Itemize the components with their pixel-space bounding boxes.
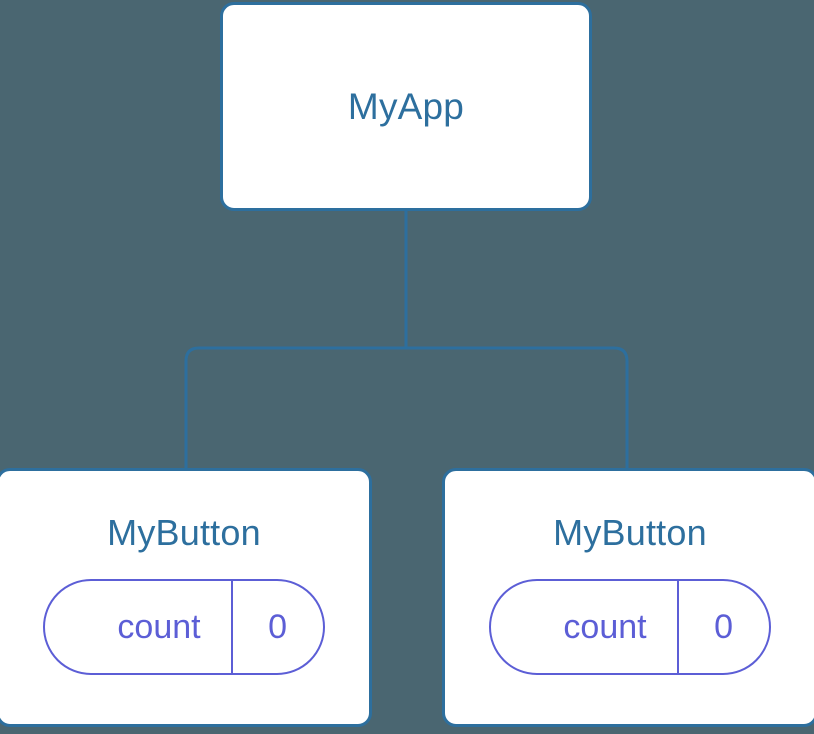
state-pill-left[interactable]: count 0	[43, 579, 325, 675]
node-mybutton-left[interactable]: MyButton count 0	[0, 468, 372, 727]
state-key-left: count	[117, 608, 201, 646]
node-title-mybutton-left: MyButton	[107, 512, 261, 553]
state-value-right: 0	[676, 581, 769, 673]
node-title-mybutton-right: MyButton	[553, 512, 707, 553]
edge-to-right-child	[406, 346, 629, 470]
edge-to-left-child	[184, 346, 406, 470]
node-myapp[interactable]: MyApp	[220, 2, 592, 211]
state-key-right: count	[563, 608, 647, 646]
state-pill-right[interactable]: count 0	[489, 579, 771, 675]
node-mybutton-right[interactable]: MyButton count 0	[442, 468, 814, 727]
node-title-myapp: MyApp	[347, 86, 465, 127]
state-value-left: 0	[230, 581, 323, 673]
